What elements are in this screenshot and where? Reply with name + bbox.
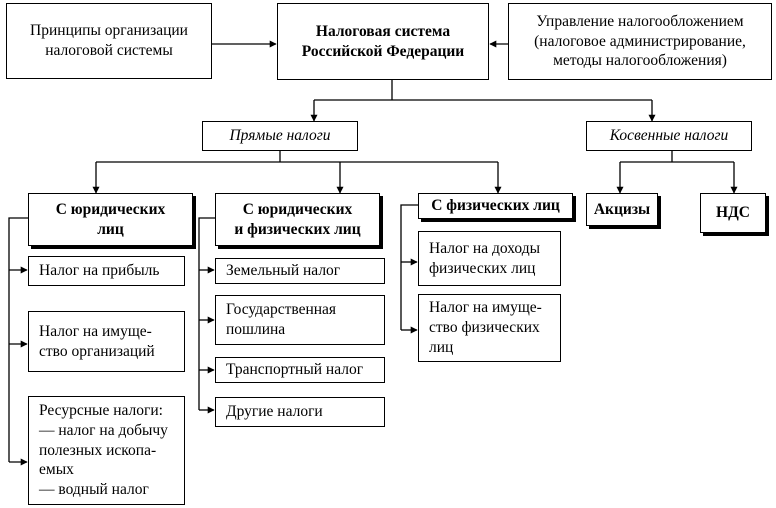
- principles-box: Принципы организации налоговой системы: [6, 3, 212, 79]
- root-label: Налоговая система Российской Федерации: [301, 22, 465, 60]
- excise-label: Акцизы: [593, 200, 651, 218]
- mixed-item-label: Государственная пошлина: [226, 301, 337, 338]
- legal-item-resource-taxes: Ресурсные налоги: — налог на добычу поле…: [28, 396, 185, 505]
- connector-individuals-spine: [400, 204, 418, 330]
- principles-label: Принципы организации налоговой системы: [30, 22, 188, 59]
- legal-and-individuals-label: С юридических и физических лиц: [234, 200, 361, 238]
- legal-and-individuals-box: С юридических и физических лиц: [215, 193, 380, 246]
- vat-box: НДС: [700, 193, 766, 233]
- management-box: Управление налогообложением (налоговое а…: [508, 3, 772, 80]
- individual-item-property-tax: Налог на имуще- ство физических лиц: [418, 294, 561, 362]
- legal-item-label: Налог на имуще- ство организаций: [39, 322, 155, 360]
- excise-box: Акцизы: [586, 193, 658, 226]
- legal-item-property-tax: Налог на имуще- ство организаций: [28, 311, 185, 372]
- legal-item-label: Налог на прибыль: [39, 262, 160, 280]
- direct-taxes-box: Прямые налоги: [202, 121, 358, 151]
- individual-item-label: Налог на имуще- ство физических лиц: [429, 299, 542, 356]
- mixed-item-label: Другие налоги: [226, 403, 323, 421]
- individual-item-label: Налог на доходы физических лиц: [429, 239, 540, 277]
- legal-item-profit-tax: Налог на прибыль: [28, 256, 185, 286]
- legal-item-label: Ресурсные налоги: — налог на добычу поле…: [39, 402, 168, 499]
- connector-root-trunk: [314, 80, 652, 101]
- management-label: Управление налогообложением (налоговое а…: [534, 12, 746, 70]
- indirect-taxes-label: Косвенные налоги: [609, 127, 729, 145]
- connector-indirect-trunk: [620, 151, 734, 163]
- individual-item-income-tax: Налог на доходы физических лиц: [418, 231, 561, 286]
- legal-entities-box: С юридических лиц: [28, 193, 193, 246]
- legal-entities-label: С юридических лиц: [55, 200, 166, 238]
- direct-taxes-label: Прямые налоги: [229, 127, 331, 145]
- connector-direct-trunk: [96, 151, 498, 163]
- mixed-item-land-tax: Земельный налог: [215, 258, 385, 284]
- mixed-item-other-taxes: Другие налоги: [215, 397, 385, 427]
- mixed-item-state-duty: Государственная пошлина: [215, 295, 385, 345]
- mixed-item-label: Транспортный налог: [226, 361, 364, 379]
- vat-label: НДС: [716, 204, 750, 222]
- mixed-item-label: Земельный налог: [226, 262, 341, 280]
- root-box: Налоговая система Российской Федерации: [277, 3, 489, 80]
- mixed-item-transport-tax: Транспортный налог: [215, 357, 385, 383]
- connector-legal-spine: [8, 217, 28, 462]
- connector-mixed-spine: [198, 217, 215, 410]
- individuals-label: С физических лиц: [431, 197, 560, 215]
- individuals-box: С физических лиц: [418, 193, 573, 219]
- indirect-taxes-box: Косвенные налоги: [586, 121, 752, 151]
